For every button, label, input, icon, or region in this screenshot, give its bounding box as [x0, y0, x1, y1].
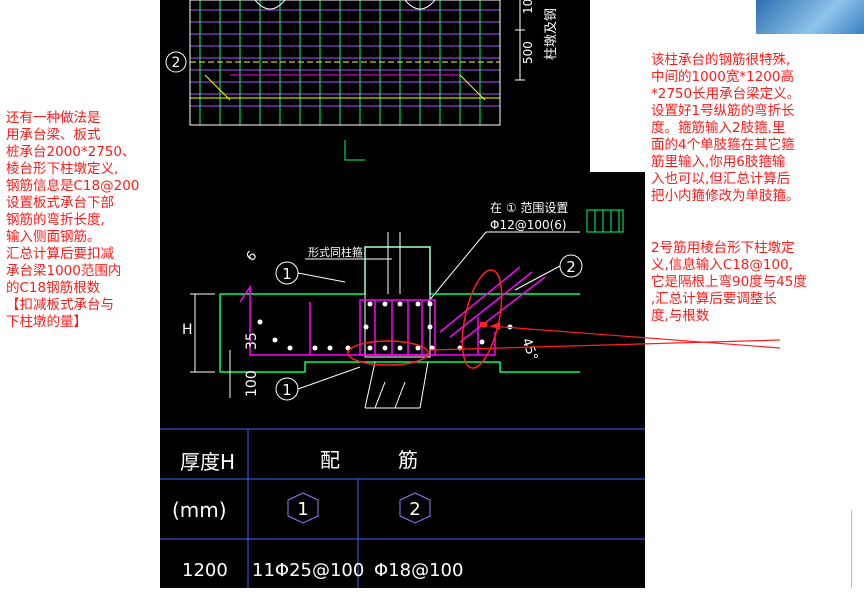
dim-500: 500: [521, 41, 535, 64]
cad-view-top: 2 500 10 柱墩及钢: [160, 0, 590, 172]
dim-100: 100: [244, 370, 260, 397]
table-header-pei: 配: [320, 448, 340, 472]
section-drawing: 在 ① 范围设置 Φ12@100(6) 形式同柱箍: [160, 201, 645, 588]
table-col1-marker: 1: [297, 499, 308, 520]
cad-view-section: 在 ① 范围设置 Φ12@100(6) 形式同柱箍: [160, 172, 645, 588]
scroll-edge: [851, 510, 864, 588]
marker-2-label: 2: [172, 55, 181, 71]
rebar-table: [160, 428, 645, 588]
top-plan-drawing: 2 500 10 柱墩及钢: [165, 0, 559, 161]
table-row-h: 1200: [182, 560, 228, 581]
annotation-right-bottom: 2号筋用棱台形下柱墩定 义,信息输入C18@100, 它是隔根上弯90度与45度…: [651, 240, 807, 324]
highlight-ellipse-1: [347, 340, 429, 366]
table-header-unit: (mm): [172, 498, 227, 522]
table-row-c2: Φ18@100: [374, 560, 463, 581]
marker-2-right: 2: [566, 258, 576, 276]
table-col2-marker: 2: [409, 499, 420, 520]
dim-35: 35: [244, 332, 260, 350]
dim-10: 10: [521, 0, 535, 14]
vertical-label: 柱墩及钢: [544, 8, 559, 60]
dim-H: H: [182, 322, 193, 338]
table-row-c1: 11Φ25@100: [252, 560, 364, 581]
stirrup-note-line2: Φ12@100(6): [490, 218, 567, 232]
table-header-h: 厚度H: [180, 450, 235, 474]
stirrup-note-line1: 在 ① 范围设置: [490, 201, 568, 215]
annotation-right-top: 该柱承台的钢筋很特殊, 中间的1000宽*1200高 *2750长用承台梁定义。…: [651, 52, 801, 204]
stirrup-icon: [586, 209, 624, 233]
annotation-left: 还有一种做法是 用承台梁、板式 桩承台2000*2750、 棱台形下柱墩定义, …: [6, 110, 140, 330]
marker-1-bottom: 1: [282, 381, 292, 399]
marker-1-top: 1: [282, 265, 292, 283]
marker-2-circle: [165, 51, 187, 73]
stirrup-label: 形式同柱箍: [308, 245, 363, 259]
thumbnail-image: [756, 0, 864, 34]
angle-45: 45°: [518, 336, 540, 363]
highlight-ellipse-2: [461, 269, 503, 369]
table-header-jin: 筋: [398, 448, 418, 472]
